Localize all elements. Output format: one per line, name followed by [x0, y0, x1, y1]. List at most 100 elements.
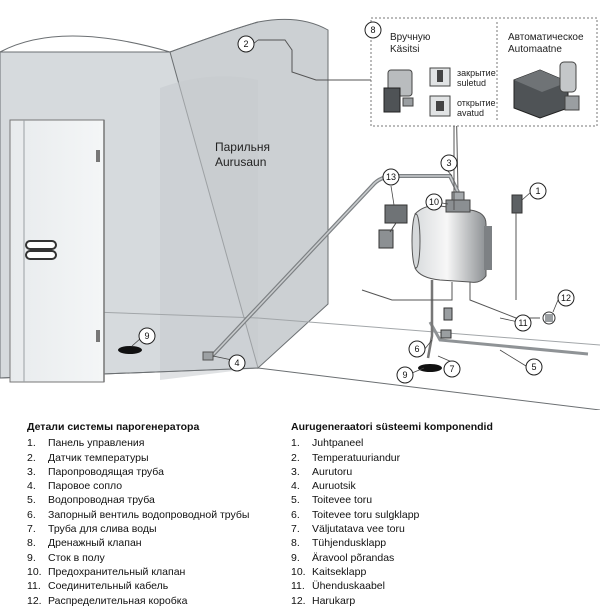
legend-item-text: Датчик температуры: [48, 451, 149, 464]
inset-automatic-et: Automaatne: [508, 44, 562, 55]
steam-system-diagram: Парильня Aurusaun: [0, 17, 600, 410]
valve-closed-et: suletud: [457, 78, 486, 88]
legend-item: 6.Запорный вентиль водопроводной трубы: [27, 508, 297, 522]
floor-back-line: [37, 309, 600, 346]
legend-item-number: 7.: [291, 523, 300, 536]
svg-text:6: 6: [414, 344, 419, 354]
junction-wiring: [361, 282, 453, 301]
svg-text:3: 3: [446, 158, 451, 168]
legend-item-number: 3.: [291, 465, 300, 478]
legend-item-number: 6.: [291, 508, 300, 521]
legend-item-number: 6.: [27, 508, 36, 521]
legend-item-number: 11.: [27, 580, 41, 593]
legend-item-text: Toitevee toru: [312, 494, 373, 507]
water-supply-pipe: [428, 321, 589, 356]
valve-closed-ru: закрытие: [457, 68, 496, 78]
svg-text:11: 11: [518, 318, 527, 328]
legend-item-text: Труба для слива воды: [48, 523, 157, 536]
legend-estonian: Aurugeneraatori süsteemi komponendid 1.J…: [291, 420, 561, 608]
svg-text:10: 10: [429, 197, 439, 207]
legend-item-number: 11.: [291, 580, 305, 593]
shutoff-valve: [443, 307, 453, 321]
legend-item-text: Äravool põrandas: [312, 551, 395, 564]
legend-item: 12. Harukarp: [291, 594, 561, 608]
glass-door: [9, 119, 105, 383]
floor-drain-room: [118, 346, 142, 354]
legend-item-text: Aurutoru: [312, 465, 353, 478]
callout-9-generator: 9: [396, 366, 414, 384]
legend-item: 5.Водопроводная труба: [27, 493, 297, 507]
inset-manual-et: Käsitsi: [390, 44, 419, 55]
legend-item-text: Tühjendusklapp: [312, 537, 387, 550]
legend-item-number: 10.: [291, 565, 306, 578]
svg-text:1: 1: [535, 186, 540, 196]
legend-item-number: 12.: [291, 594, 306, 607]
door-handle-icon: [25, 240, 57, 260]
legend-item-text: Дренажный клапан: [48, 537, 142, 550]
callout-8: 8: [364, 21, 382, 39]
legend-item: 9. Сток в полу: [27, 551, 297, 565]
callout-12: 12: [557, 289, 575, 307]
inset-automatic-ru: Автоматическое: [508, 32, 584, 43]
legend-item-text: Auruotsik: [312, 480, 356, 493]
callout-3: 3: [440, 154, 458, 172]
legend-item-text: Распределительная коробка: [48, 594, 188, 607]
svg-text:4: 4: [234, 358, 239, 368]
legend-item-text: Панель управления: [48, 437, 145, 450]
valve-closed-icon: [429, 67, 451, 87]
callout-1: 1: [529, 182, 547, 200]
legend-item: 8. Дренажный клапан: [27, 536, 297, 550]
svg-text:9: 9: [144, 331, 149, 341]
room-front-wall: [160, 76, 258, 380]
legend-item: 9. Äravool põrandas: [291, 551, 561, 565]
legend-item: 12.Распределительная коробка: [27, 594, 297, 608]
legend-item: 6. Toitevee toru sulgklapp: [291, 508, 561, 522]
legend-item-text: Harukarp: [312, 594, 356, 607]
svg-text:8: 8: [370, 25, 375, 35]
legend-item-number: 8.: [27, 537, 36, 550]
valve-open-et: avatud: [457, 108, 484, 118]
distribution-box: [542, 311, 556, 325]
room-ceiling-arch: [0, 21, 259, 53]
inset-drain-valve-options: Вручную Käsitsi Автоматическое Automaatn…: [370, 17, 598, 210]
callout-10: 10: [425, 193, 443, 211]
svg-text:5: 5: [531, 362, 536, 372]
legend-item-number: 7.: [27, 523, 36, 536]
legend-item: 1. Панель управления: [27, 436, 297, 450]
legend-item-text: Ühenduskaabel: [312, 580, 385, 593]
legend-item: 5.Toitevee toru: [291, 493, 561, 507]
legend-item: 4. Паровое сопло: [27, 479, 297, 493]
callout-9-room: 9: [138, 327, 156, 345]
automatic-valve-icon: [513, 61, 580, 119]
legend-item: 10.Предохранительный клапан: [27, 565, 297, 579]
manual-valve-icon: [383, 69, 414, 113]
callout-11: 11: [514, 314, 532, 332]
legend-estonian-title: Aurugeneraatori süsteemi komponendid: [291, 421, 493, 433]
callout-5: 5: [525, 358, 543, 376]
room-label-et: Aurusaun: [215, 155, 266, 169]
legend-item: 11.Соединительный кабель: [27, 579, 297, 593]
callout-leaders: [131, 39, 559, 374]
legend-item-number: 1.: [291, 437, 300, 450]
legend-item-text: Паровое сопло: [48, 480, 123, 493]
legend-russian-title: Детали системы парогенератора: [27, 421, 200, 433]
legend-item-text: Сток в полу: [48, 551, 105, 564]
legend-item-number: 4.: [27, 480, 36, 493]
drain-pipe: [426, 280, 434, 359]
drain-valve: [440, 329, 452, 339]
legend-item: 2.Temperatuuriandur: [291, 451, 561, 465]
legend-item-number: 4.: [291, 480, 300, 493]
legend-item-text: Toitevee toru sulgklapp: [312, 508, 420, 521]
legend-item-number: 9.: [27, 551, 36, 564]
legend-item-text: Водопроводная труба: [48, 494, 155, 507]
legend-item-number: 10.: [27, 565, 42, 578]
legend-item-text: Паропроводящая труба: [48, 465, 164, 478]
legend-item: 3. Паропроводящая труба: [27, 465, 297, 479]
callout-2: 2: [237, 35, 255, 53]
legend-item-number: 9.: [291, 551, 300, 564]
legend-item: 7.Väljutatava vee toru: [291, 522, 561, 536]
steam-nozzle: [202, 351, 214, 361]
legend-item: 4. Auruotsik: [291, 479, 561, 493]
legend-item-number: 8.: [291, 537, 300, 550]
